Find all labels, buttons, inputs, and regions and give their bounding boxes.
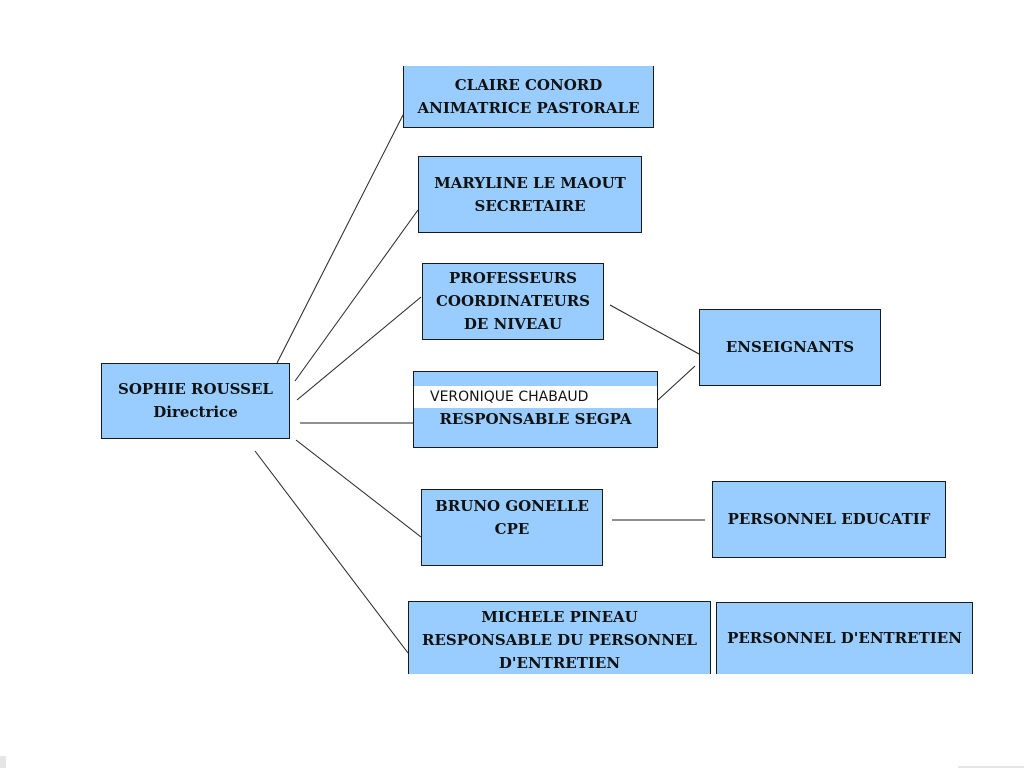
bottom-right-mark — [958, 766, 1024, 768]
cpe-role: CPE — [494, 520, 530, 538]
connector-segpa-teachers — [657, 365, 696, 401]
node-cpe: BRUNO GONELLE CPE — [421, 489, 603, 566]
coordinators-line-3: DE NIVEAU — [463, 315, 563, 333]
coordinators-line-2: COORDINATEURS — [435, 292, 591, 310]
node-coordinators: PROFESSEURS COORDINATEURS DE NIVEAU — [422, 263, 604, 340]
cpe-name: BRUNO GONELLE — [435, 497, 589, 515]
coordinators-line-1: PROFESSEURS — [448, 269, 578, 287]
node-segpa: VERONIQUE CHABAUD RESPONSABLE SEGPA — [413, 371, 658, 448]
connector-director-cpe — [295, 439, 422, 538]
connector-coordinators-teachers — [609, 304, 700, 355]
node-pastoral: CLAIRE CONORD ANIMATRICE PASTORALE — [403, 66, 654, 128]
node-secretary: MARYLINE LE MAOUT SECRETAIRE — [418, 156, 642, 233]
maintenance-head-role-line-2: D'ENTRETIEN — [498, 654, 621, 672]
node-maintenance-staff: PERSONNEL D'ENTRETIEN — [716, 602, 973, 674]
connector-director-secretary — [294, 209, 419, 382]
connector-director-pastoral — [276, 114, 404, 364]
connector-director-coordinators — [296, 296, 422, 401]
segpa-role: RESPONSABLE SEGPA — [439, 410, 632, 428]
segpa-name: VERONIQUE CHABAUD — [414, 386, 657, 408]
secretary-role: SECRETAIRE — [474, 196, 586, 215]
connector-director-maintenance-head — [254, 450, 409, 654]
teachers-label: ENSEIGNANTS — [725, 338, 855, 356]
pastoral-role: ANIMATRICE PASTORALE — [417, 98, 640, 117]
bottom-left-mark — [0, 756, 6, 768]
director-role: Directrice — [153, 403, 238, 421]
educational-staff-label: PERSONNEL EDUCATIF — [727, 510, 931, 528]
maintenance-head-role-line-1: RESPONSABLE DU PERSONNEL — [422, 631, 697, 649]
pastoral-name: CLAIRE CONORD — [454, 75, 603, 94]
node-educational-staff: PERSONNEL EDUCATIF — [712, 481, 946, 558]
node-maintenance-head: MICHELE PINEAU RESPONSABLE DU PERSONNEL … — [408, 601, 711, 674]
node-teachers: ENSEIGNANTS — [699, 309, 881, 386]
maintenance-head-name: MICHELE PINEAU — [481, 608, 638, 626]
node-director: SOPHIE ROUSSEL Directrice — [101, 363, 290, 439]
director-name: SOPHIE ROUSSEL — [118, 380, 273, 398]
secretary-name: MARYLINE LE MAOUT — [434, 173, 626, 192]
maintenance-staff-label: PERSONNEL D'ENTRETIEN — [727, 629, 962, 647]
